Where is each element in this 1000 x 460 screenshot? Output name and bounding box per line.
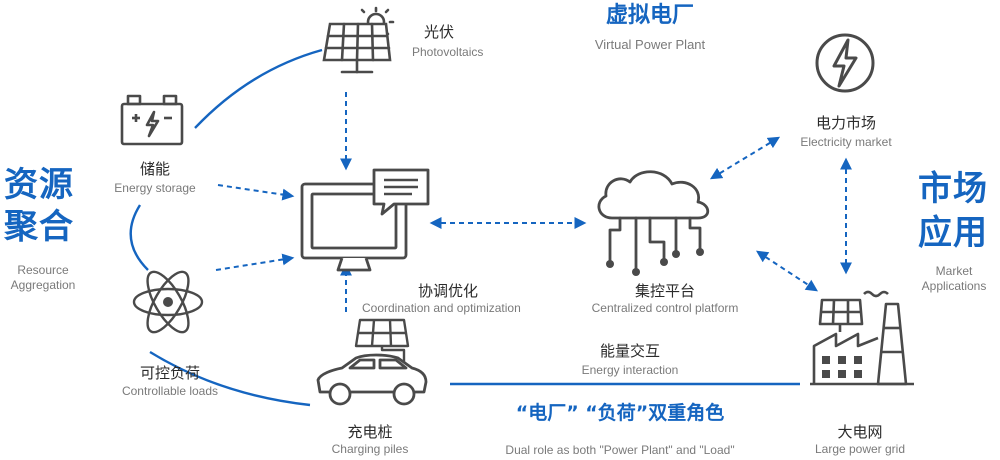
resource-arc-mid <box>129 204 149 271</box>
battery-icon <box>120 94 184 146</box>
left-group-zh-line1: 资源 <box>4 165 74 205</box>
right-group-en-line2: Applications <box>921 279 987 293</box>
charging-piles-label-en: Charging piles <box>331 442 409 456</box>
energy-storage-label-en: Energy storage <box>114 181 196 195</box>
computer-monitor-icon <box>300 168 430 272</box>
dual-role-zh: “电厂” “负荷”双重角色 <box>515 402 725 424</box>
controllable-loads-label-en: Controllable loads <box>121 384 219 398</box>
solar-panel-icon <box>322 6 395 74</box>
platform-label-en: Centralized control platform <box>591 301 739 315</box>
coordination-label-en: Coordination and optimization <box>362 301 521 315</box>
left-group-zh-line2: 聚合 <box>4 207 74 247</box>
title-en: Virtual Power Plant <box>594 37 706 52</box>
market-label-en: Electricity market <box>800 135 892 149</box>
dual-role-en: Dual role as both "Power Plant" and "Loa… <box>505 443 735 457</box>
arrow-platform-market <box>709 136 781 180</box>
title-zh: 虚拟电厂 <box>605 3 694 28</box>
energy-storage-label-zh: 储能 <box>139 160 170 178</box>
grid-label-en: Large power grid <box>814 442 906 456</box>
energy-interaction-en: Energy interaction <box>581 363 679 377</box>
photovoltaics-label-en: Photovoltaics <box>412 45 484 59</box>
right-group-zh-line1: 市场 <box>918 169 988 209</box>
platform-label-zh: 集控平台 <box>634 282 695 300</box>
right-group-en-line1: Market <box>935 264 973 278</box>
resource-arc-top <box>194 48 323 129</box>
charging-piles-label-zh: 充电桩 <box>347 423 393 441</box>
electric-car-icon <box>316 318 428 406</box>
left-group-en-line1: Resource <box>17 263 69 277</box>
resource-arc-bottom <box>149 350 311 407</box>
left-group-en-line2: Aggregation <box>10 278 76 292</box>
arrow-platform-grid <box>755 250 819 292</box>
lightning-bolt-icon <box>815 33 875 93</box>
coordination-label-zh: 协调优化 <box>418 282 479 300</box>
market-label-zh: 电力市场 <box>815 114 876 132</box>
power-plant-icon <box>810 290 914 386</box>
atom-icon <box>132 270 204 334</box>
photovoltaics-label-zh: 光伏 <box>424 23 455 41</box>
energy-interaction-zh: 能量交互 <box>599 342 660 360</box>
arrow-loads-to-coord <box>215 253 295 271</box>
controllable-loads-label-zh: 可控负荷 <box>139 364 200 382</box>
arrow-storage-to-coord <box>217 184 295 201</box>
cloud-network-icon <box>597 170 710 276</box>
grid-label-zh: 大电网 <box>837 423 883 441</box>
right-group-zh-line2: 应用 <box>918 213 988 253</box>
